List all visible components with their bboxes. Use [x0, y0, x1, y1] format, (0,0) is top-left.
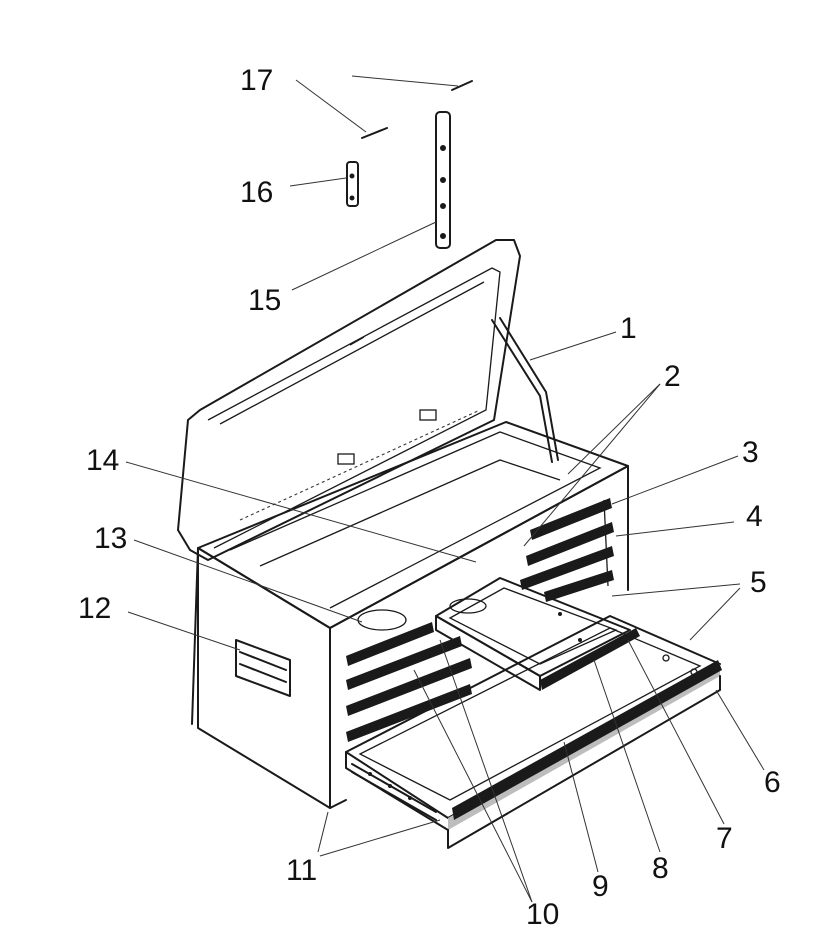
- slide-rail: [351, 763, 437, 821]
- pin-top-right: [451, 80, 473, 91]
- small-hinge-icon: [346, 161, 359, 207]
- leader-5a: [611, 583, 741, 597]
- part-label-11: 11: [286, 854, 317, 887]
- part-label-1: 1: [620, 312, 637, 345]
- leader-2a: [567, 383, 661, 475]
- leader-13: [133, 539, 363, 623]
- leader-1: [529, 331, 617, 361]
- part-label-9: 9: [592, 870, 609, 903]
- leader-15: [291, 221, 437, 291]
- part-label-13: 13: [94, 522, 127, 555]
- leader-17a: [295, 79, 367, 133]
- part-label-5: 5: [750, 566, 767, 599]
- part-label-6: 6: [764, 766, 781, 799]
- drawer-strips-right: [520, 498, 614, 602]
- part-label-17: 17: [240, 64, 273, 97]
- top-handle-recess: [357, 609, 407, 631]
- part-label-3: 3: [742, 436, 759, 469]
- lid-stay: [491, 317, 559, 463]
- handle-icon: [235, 639, 291, 697]
- hinge-icon: [435, 111, 451, 249]
- part-label-7: 7: [716, 822, 733, 855]
- leader-2b: [523, 383, 661, 547]
- hardware-group: [346, 80, 473, 249]
- part-label-10: 10: [526, 898, 559, 931]
- pin-top-left: [361, 127, 388, 139]
- leader-9: [563, 741, 599, 873]
- part-label-2: 2: [664, 360, 681, 393]
- lid: [177, 239, 521, 561]
- part-label-15: 15: [248, 284, 281, 317]
- small-drawer: [435, 577, 640, 691]
- large-drawer: [345, 615, 722, 849]
- leader-16: [289, 177, 347, 187]
- part-label-4: 4: [746, 500, 763, 533]
- leader-14: [125, 461, 477, 563]
- leader-4: [615, 521, 735, 537]
- leader-6: [715, 689, 765, 771]
- part-labels: 1 2 3 4 5 6 7 8 9 10 11 12 13 14 15 16 1…: [78, 64, 781, 931]
- part-label-12: 12: [78, 592, 111, 625]
- drawer-strips-left: [346, 622, 472, 742]
- part-label-14: 14: [86, 444, 119, 477]
- leader-5b: [689, 587, 741, 641]
- leader-7: [627, 639, 725, 825]
- part-label-16: 16: [240, 176, 273, 209]
- leader-11a: [317, 811, 329, 853]
- leader-3: [611, 455, 739, 505]
- chest-body: [191, 465, 629, 809]
- leader-17b: [351, 75, 459, 87]
- leader-12: [127, 611, 241, 651]
- leader-8: [593, 659, 661, 853]
- leader-10b: [439, 639, 533, 903]
- leader-11b: [319, 819, 441, 857]
- leader-10a: [413, 669, 533, 903]
- leader-lines: [125, 75, 765, 903]
- part-label-8: 8: [652, 852, 669, 885]
